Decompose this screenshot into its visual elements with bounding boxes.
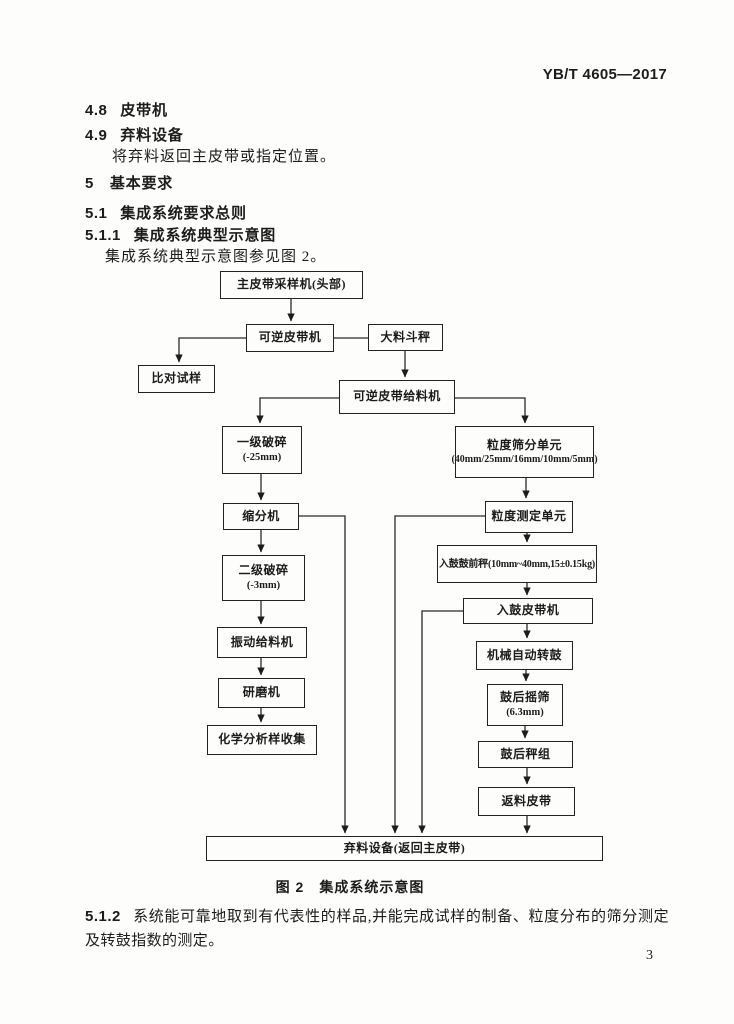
heading-title: 集成系统典型示意图 xyxy=(133,227,277,244)
flow-node-label: 比对试样 xyxy=(151,371,202,386)
flow-node-label: 一级破碎 xyxy=(236,435,287,450)
flow-node-label: 二级破碎 xyxy=(238,563,289,578)
flow-node-label: 入鼓鼓前秤(10mm~40mm,15±0.15kg) xyxy=(438,558,596,570)
flow-node-discard-equipment: 弃料设备(返回主皮带) xyxy=(206,836,603,861)
flow-node-size-screening-unit: 粒度筛分单元 (40mm/25mm/16mm/10mm/5mm) xyxy=(451,426,598,478)
heading-4-8: 4.8 皮带机 xyxy=(85,99,168,120)
flow-node-reversible-belt-feeder: 可逆皮带给料机 xyxy=(339,380,455,414)
heading-title: 弃料设备 xyxy=(120,127,184,144)
flow-node-label: 研磨机 xyxy=(242,685,281,700)
flow-node-label: 鼓后摇筛 xyxy=(499,690,550,705)
heading-title: 基本要求 xyxy=(109,175,174,192)
flow-node-label: 可逆皮带给料机 xyxy=(353,389,441,404)
flow-node-sublabel: (-25mm) xyxy=(242,451,282,463)
flow-node-sublabel: (6.3mm) xyxy=(506,706,544,718)
paragraph-4-9: 将弃料返回主皮带或指定位置。 xyxy=(112,149,337,165)
heading-4-9: 4.9 弃料设备 xyxy=(85,124,184,145)
flow-node-post-drum-scale-group: 鼓后秤组 xyxy=(478,741,573,768)
heading-5: 5 基本要求 xyxy=(85,172,173,193)
flow-node-label: 可逆皮带机 xyxy=(258,330,322,345)
flow-node-label: 主皮带采样机(头部) xyxy=(237,277,346,292)
flow-node-label: 鼓后秤组 xyxy=(500,746,551,761)
heading-number: 5.1 xyxy=(85,205,108,222)
standard-code: YB/T 4605—2017 xyxy=(542,66,667,83)
flow-node-label: 化学分析样收集 xyxy=(218,732,306,747)
paragraph-text: 系统能可靠地取到有代表性的样品,并能完成试样的制备、粒度分布的筛分测定及转鼓指数… xyxy=(85,909,669,949)
heading-title: 集成系统要求总则 xyxy=(120,205,247,222)
flow-node-label: 大料斗秤 xyxy=(380,329,431,344)
flow-node-label: 返料皮带 xyxy=(501,793,552,808)
flow-node-pre-drum-scale: 入鼓鼓前秤(10mm~40mm,15±0.15kg) xyxy=(437,545,597,583)
flow-node-reversible-belt: 可逆皮带机 xyxy=(246,324,334,352)
flow-node-post-drum-screen: 鼓后摇筛(6.3mm) xyxy=(487,684,563,726)
flow-node-label: 弃料设备(返回主皮带) xyxy=(343,840,466,855)
flow-node-vibrating-feeder: 振动给料机 xyxy=(217,627,307,658)
figure-caption: 图 2 集成系统示意图 xyxy=(275,879,425,895)
flow-node-hopper-scale: 大料斗秤 xyxy=(368,324,443,351)
heading-title: 皮带机 xyxy=(120,102,168,119)
flow-node-label: 振动给料机 xyxy=(230,634,294,649)
flow-node-primary-crusher: 一级破碎(-25mm) xyxy=(222,426,302,474)
heading-number: 4.9 xyxy=(85,127,108,144)
flow-node-secondary-crusher: 二级破碎(-3mm) xyxy=(222,555,305,601)
flow-node-comparison-sample: 比对试样 xyxy=(138,365,215,393)
heading-number: 5.1.1 xyxy=(85,227,121,244)
flow-node-chem-sample-collection: 化学分析样收集 xyxy=(207,725,317,755)
flow-node-label: 机械自动转鼓 xyxy=(486,647,562,662)
heading-number: 4.8 xyxy=(85,102,108,119)
flow-node-drum-belt: 入鼓皮带机 xyxy=(463,598,593,624)
heading-number: 5.1.2 xyxy=(85,908,121,925)
flow-node-auto-drum: 机械自动转鼓 xyxy=(476,641,573,670)
flow-node-return-belt: 返料皮带 xyxy=(478,787,575,816)
flow-node-divider: 缩分机 xyxy=(223,503,299,530)
flow-node-main-belt-sampler: 主皮带采样机(头部) xyxy=(220,271,363,299)
heading-5-1-1: 5.1.1 集成系统典型示意图 xyxy=(85,224,276,245)
page-number: 3 xyxy=(646,948,653,963)
flow-node-sublabel: (-3mm) xyxy=(246,579,281,591)
flow-node-label: 入鼓皮带机 xyxy=(496,603,560,618)
flow-node-grinder: 研磨机 xyxy=(218,678,305,708)
heading-number: 5 xyxy=(85,175,94,192)
flow-node-label: 粒度测定单元 xyxy=(491,509,567,524)
flow-node-label: 粒度筛分单元 xyxy=(486,437,562,452)
flow-node-sublabel: (40mm/25mm/16mm/10mm/5mm) xyxy=(451,454,598,466)
flow-node-label: 缩分机 xyxy=(242,508,280,523)
flow-node-size-measuring-unit: 粒度测定单元 xyxy=(485,501,573,533)
paragraph-5-1-1: 集成系统典型示意图参见图 2。 xyxy=(105,249,327,265)
heading-5-1: 5.1 集成系统要求总则 xyxy=(85,202,247,223)
